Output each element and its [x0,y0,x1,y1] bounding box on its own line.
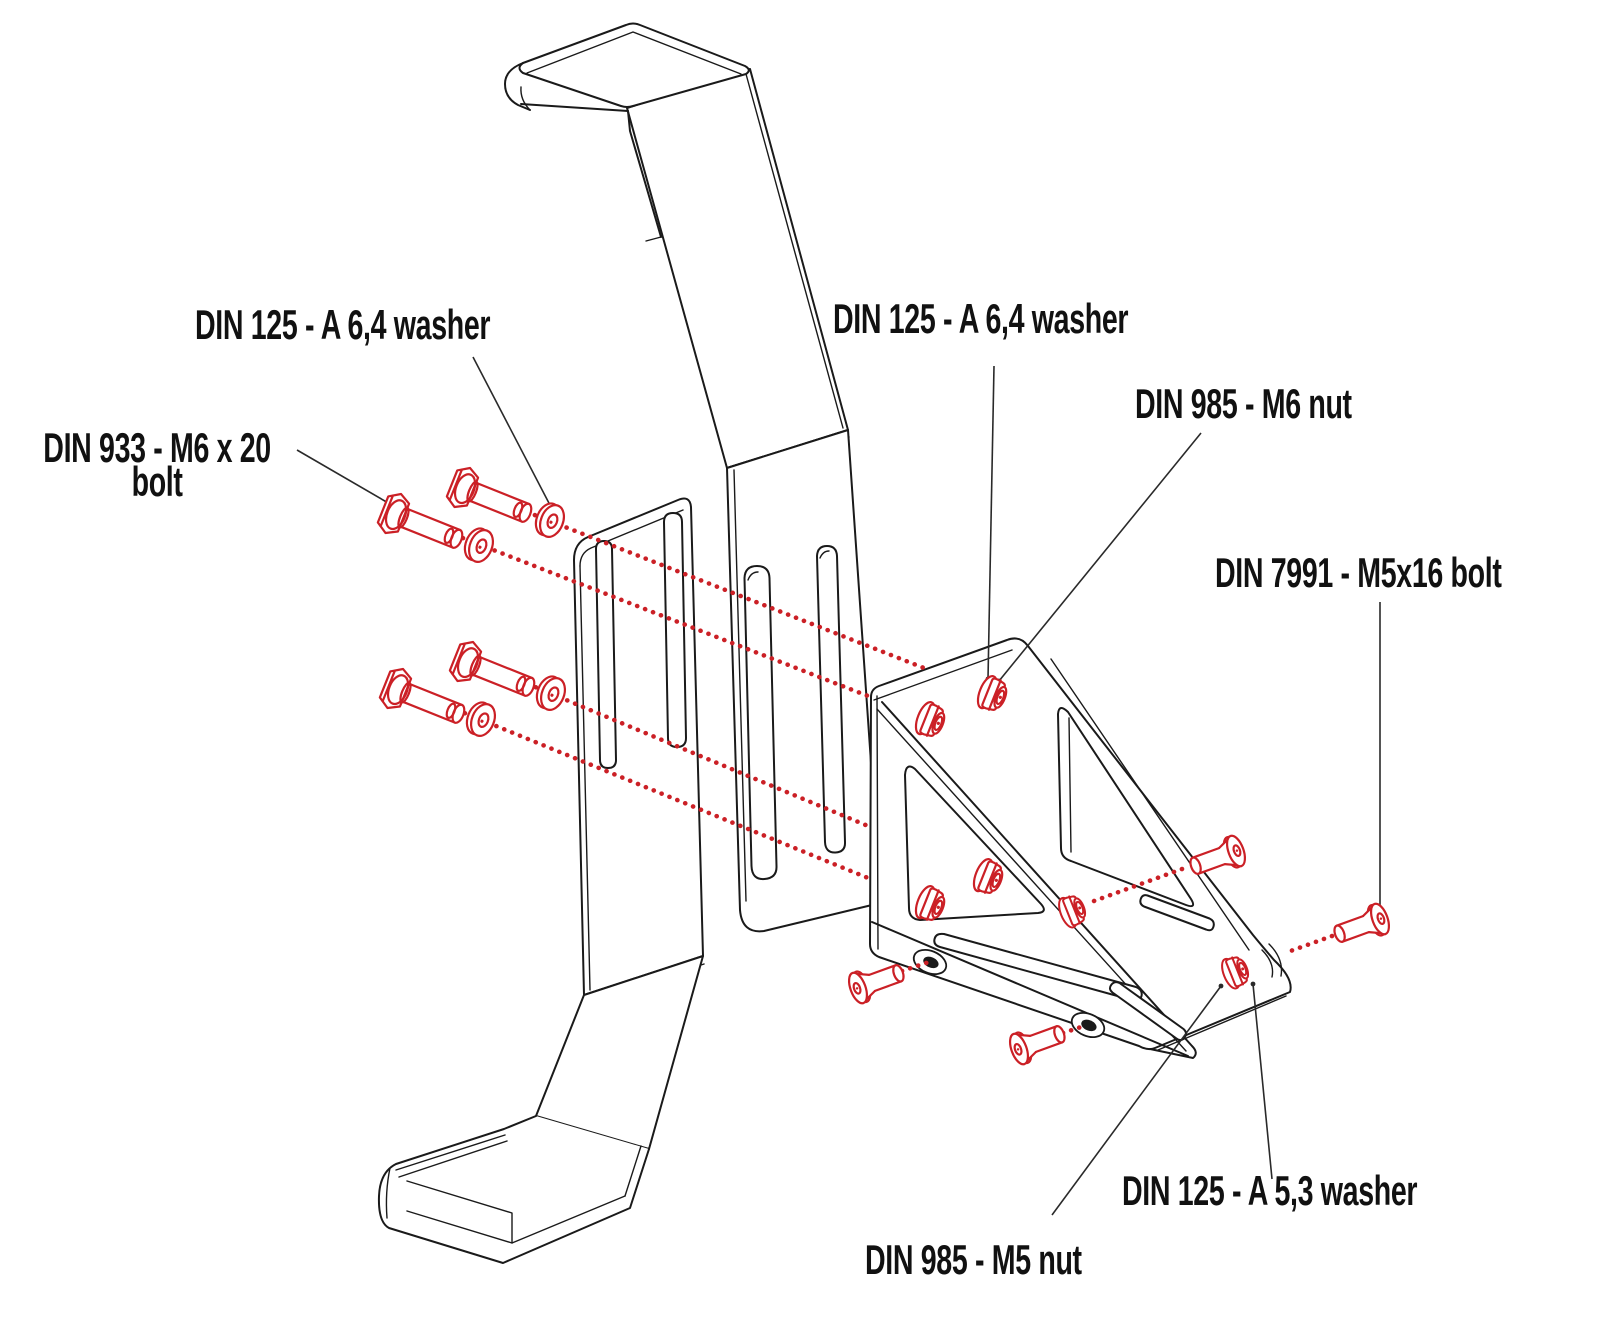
flange-nut-m5 [1221,956,1250,990]
hex-bolt-m6 [445,466,533,523]
label-line: DIN 933 - M6 x 20 [43,424,271,471]
washer-a64 [465,701,497,737]
hex-bolt-m6 [378,667,466,724]
washer-a64 [463,527,495,563]
countersunk-bolt-m5 [847,964,905,1005]
countersunk-bolt-m5 [1189,834,1247,875]
flange-nut-m6 [914,701,946,737]
label-din125-a64-washer-right: DIN 125 - A 6,4 washer [833,295,1129,342]
hex-bolt-m6 [448,640,536,697]
washer-a64 [534,502,566,538]
countersunk-bolt-m5 [1008,1025,1066,1066]
flange-nut-m6 [972,858,1004,894]
countersunk-hole [912,948,948,976]
label-din125-a64-washer-left: DIN 125 - A 6,4 washer [195,301,491,348]
label-din985-m5-nut: DIN 985 - M5 nut [865,1236,1082,1283]
label-din125-a53-washer: DIN 125 - A 5,3 washer [1122,1167,1418,1214]
flange-nut-m6 [976,675,1008,711]
label-leader-lines [296,356,1383,1216]
label-din933-m6x20-bolt: DIN 933 - M6 x 20 bolt [17,424,297,505]
flange-nut-m6 [914,885,946,921]
washer-a64 [535,675,567,711]
label-din985-m6-nut: DIN 985 - M6 nut [1135,380,1352,427]
flange-nut-m5 [1058,895,1087,929]
corner-bracket-part [869,637,1292,1059]
countersunk-hole [1070,1011,1106,1039]
foot-bracket-part [377,497,705,1264]
countersunk-bolt-m5 [1333,902,1391,943]
hex-bolt-m6 [376,492,464,549]
label-din7991-m5x16-bolt: DIN 7991 - M5x16 bolt [1215,549,1502,596]
label-line: bolt [131,458,183,505]
bolt-axis-dotted-lines [452,509,1335,1036]
hook-bracket-part [504,22,882,933]
